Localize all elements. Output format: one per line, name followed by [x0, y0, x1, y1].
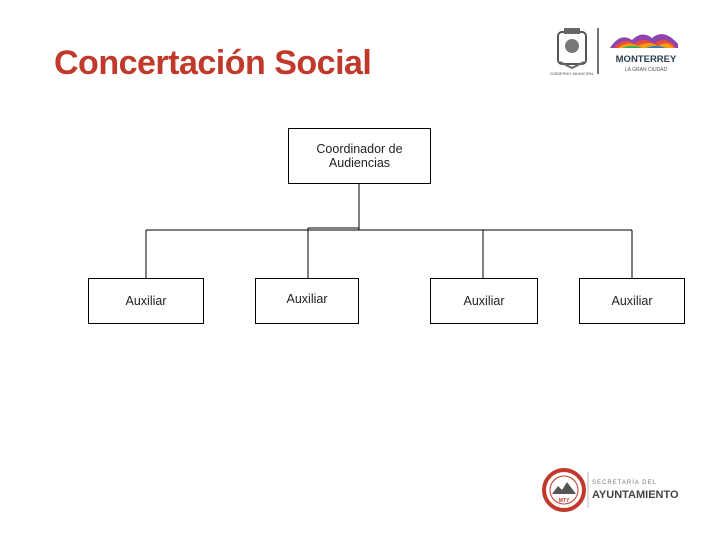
page-title: Concertación Social — [54, 44, 372, 82]
city-seal-icon: GOBIERNO MUNICIPAL — [550, 28, 595, 76]
city-name: MONTERREY — [616, 54, 677, 65]
office-line1: SECRETARÍA DEL — [592, 479, 657, 486]
org-node-label: Auxiliar — [611, 293, 653, 308]
org-node-child-4: Auxiliar — [579, 278, 685, 324]
org-node-label: Auxiliar — [125, 293, 167, 308]
ayuntamiento-emblem-icon: MTY — [542, 468, 586, 512]
monterrey-mountains-icon — [610, 34, 678, 48]
org-node-root-label: Coordinador de Audiencias — [316, 142, 403, 171]
city-tagline: LA GRAN CIUDAD — [625, 67, 668, 73]
org-node-label: Auxiliar — [463, 293, 505, 308]
org-node-root: Coordinador de Audiencias — [288, 128, 431, 184]
monterrey-logo: GOBIERNO MUNICIPAL MONTERREY LA GRAN CIU… — [550, 28, 678, 76]
org-node-label: Auxiliar — [286, 292, 328, 306]
ayuntamiento-logo: MTY SECRETARÍA DEL AYUNTAMIENTO — [542, 468, 679, 512]
office-line2: AYUNTAMIENTO — [592, 489, 679, 501]
seal-caption: GOBIERNO MUNICIPAL — [550, 71, 595, 76]
office-badge: MTY — [559, 498, 570, 504]
org-node-child-1: Auxiliar — [88, 278, 204, 324]
org-node-child-2: Auxiliar — [255, 278, 359, 324]
org-node-child-3: Auxiliar — [430, 278, 538, 324]
